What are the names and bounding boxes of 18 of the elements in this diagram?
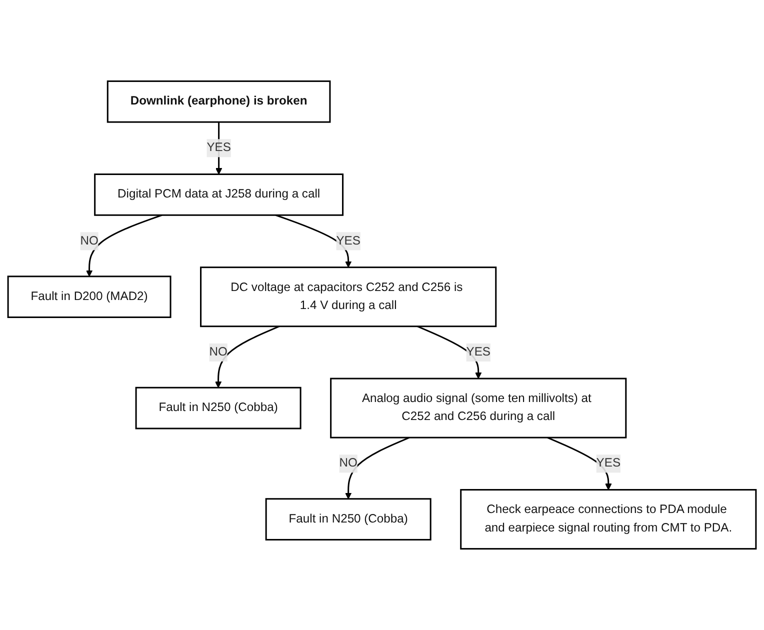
node-box: Fault in D200 (MAD2) — [7, 276, 172, 318]
node-box: Digital PCM data at J258 during a call — [94, 174, 344, 216]
edge-label: YES — [336, 234, 360, 248]
node-box: Check earpeace connections to PDA module and earpiece signal routing from CMT to PDA. — [460, 489, 757, 550]
node-box: Analog audio signal (some ten millivolts) at C252 and C256 during a call — [330, 378, 627, 438]
edge-label: NO — [339, 456, 358, 470]
node-box: DC voltage at capacitors C252 and C256 is 1.4 V during a call — [200, 266, 497, 328]
edge-label: NO — [80, 234, 98, 248]
edge-label: YES — [206, 141, 231, 154]
arrow — [86, 214, 162, 277]
edge-label: NO — [209, 346, 228, 359]
edge-label: YES — [466, 346, 490, 359]
edge-label: YES — [596, 456, 621, 470]
node-box: Fault in N250 (Cobba) — [265, 498, 432, 540]
node-box: Downlink (earphone) is broken — [106, 80, 331, 123]
arrow — [345, 436, 410, 500]
arrow — [214, 326, 280, 388]
node-box: Fault in N250 (Cobba) — [135, 386, 302, 430]
